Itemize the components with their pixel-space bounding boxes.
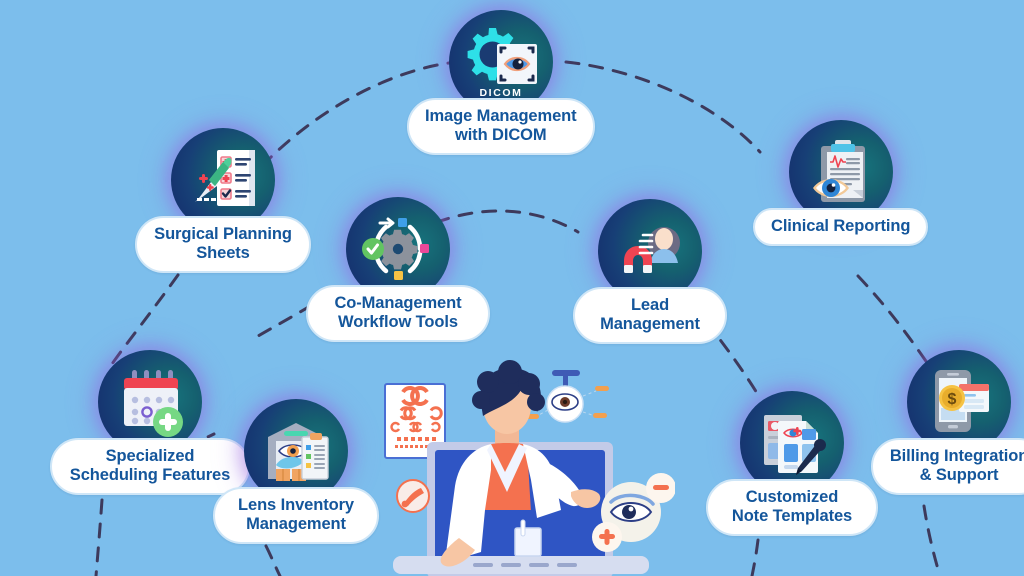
connector-comanagement-left	[256, 303, 314, 338]
eye-red-cross-badge	[783, 427, 803, 438]
documents-pen-icon	[740, 391, 844, 495]
node-clinical-reporting[interactable]: Clinical Reporting	[753, 120, 929, 247]
magnet-shape	[624, 246, 652, 273]
node-label-comanagement: Co-Management Workflow Tools	[306, 285, 490, 343]
clipboard-eye-ecg-icon	[788, 120, 893, 224]
eye-chart-icon	[384, 383, 446, 459]
node-label-clinical-reporting: Clinical Reporting	[753, 208, 929, 247]
connector-billing-down	[922, 504, 942, 576]
node-lens-inventory[interactable]: Lens Inventory Management	[213, 399, 379, 545]
pen-shape	[796, 439, 826, 475]
eye-drops-icon	[396, 479, 430, 513]
node-surgical-planning[interactable]: Surgical Planning Sheets	[135, 128, 311, 274]
node-label-image-management: Image Management with DICOM	[407, 98, 595, 156]
dicom-gear-eye-icon: DICOM	[448, 10, 553, 114]
magnet-person-icon	[598, 199, 702, 303]
node-label-billing: Billing Integration & Support	[871, 438, 1024, 496]
svg-text:$: $	[948, 391, 957, 408]
connector-image-to-clinical	[564, 60, 762, 154]
node-image-management[interactable]: DICOM Image Management with DICOM	[407, 10, 595, 156]
eye-badge	[812, 179, 849, 197]
eye-lens-power-icon	[592, 473, 675, 552]
eyeball-diagram-icon	[525, 370, 609, 423]
node-lead-management[interactable]: Lead Management	[573, 199, 727, 345]
eye-doctor-laptop-illustration	[384, 360, 675, 576]
scalpel-checklist-icon	[171, 128, 275, 232]
node-note-templates[interactable]: Customized Note Templates	[706, 391, 878, 537]
connector-scheduling-down	[94, 498, 104, 576]
doctor-figure	[440, 360, 601, 567]
node-label-lead-management: Lead Management	[573, 287, 727, 345]
connector-notes-down	[750, 538, 760, 576]
node-billing[interactable]: $ Billing Integration & Support	[871, 350, 1024, 496]
node-label-note-templates: Customized Note Templates	[706, 479, 878, 537]
node-label-surgical-planning: Surgical Planning Sheets	[135, 216, 311, 274]
warehouse-lens-clipboard-icon	[244, 399, 348, 503]
node-label-scheduling: Specialized Scheduling Features	[50, 438, 250, 496]
node-label-lens-inventory: Lens Inventory Management	[213, 487, 379, 545]
node-comanagement[interactable]: Co-Management Workflow Tools	[306, 197, 490, 343]
connector-lens-down	[264, 544, 282, 576]
phone-dollar-invoice-icon: $	[907, 350, 1011, 454]
dicom-caption: DICOM	[479, 87, 522, 99]
